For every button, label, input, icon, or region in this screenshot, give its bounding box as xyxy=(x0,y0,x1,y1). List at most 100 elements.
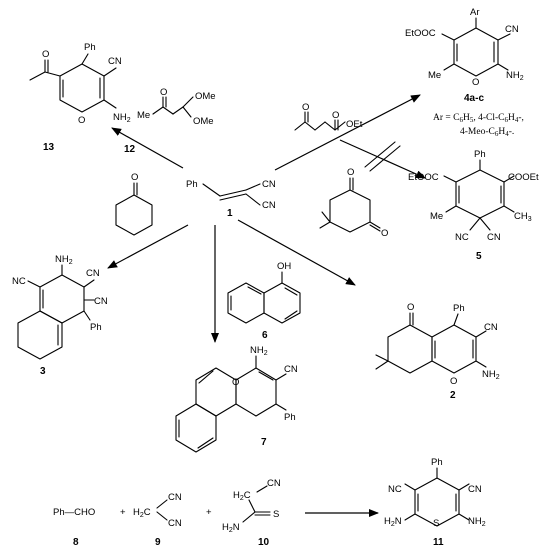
arrow-to-5 xyxy=(339,139,426,179)
methyl-label: CH3 xyxy=(514,211,532,223)
cyano-label: CN xyxy=(262,200,276,211)
compound-number: 2 xyxy=(450,390,456,401)
compound-4: Ar CN EtOOC Me NH2 O 4a-c Ar = C6H5, 4-C… xyxy=(405,7,524,138)
compound-number: 13 xyxy=(43,142,55,153)
plus-sign: + xyxy=(120,507,126,518)
bond xyxy=(453,313,459,326)
compound-6: OH 6 xyxy=(227,261,301,341)
ring-oxygen-label: O xyxy=(78,115,85,126)
plus-sign: + xyxy=(206,507,212,518)
cyano-label: CN xyxy=(94,296,108,307)
amino-label: H2N xyxy=(384,516,402,528)
bond xyxy=(44,71,61,77)
bond xyxy=(103,67,117,77)
amino-label: NH2 xyxy=(55,254,73,266)
bond xyxy=(334,121,346,131)
arrow-to-2 xyxy=(237,219,356,286)
bond xyxy=(375,360,389,370)
phenyl-label: Ph xyxy=(431,457,443,468)
cyano-label: CN xyxy=(262,179,276,190)
carbonyl-oxygen-label: O xyxy=(42,49,49,60)
amino-label: NH2 xyxy=(250,345,268,357)
bond xyxy=(503,175,515,183)
compound-3: NH2 NC CN CN Ph 3 xyxy=(12,254,108,377)
phenyl-label: Ph xyxy=(474,149,486,160)
bond xyxy=(27,280,41,288)
bond xyxy=(103,99,117,109)
ethoxy-label: OEt xyxy=(346,119,363,130)
bond xyxy=(369,221,381,229)
ring-oxygen-label: O xyxy=(232,377,239,388)
compound-9: H2C CN CN 9 xyxy=(133,492,182,547)
bond xyxy=(503,205,515,213)
compound-7: NH2 CN O Ph 7 xyxy=(175,345,298,453)
phenyl-label: Ph xyxy=(90,322,102,333)
cyano-label: CN xyxy=(505,24,519,35)
ring-oxygen-label: O xyxy=(472,77,479,88)
bond xyxy=(83,279,95,288)
arrow-to-3 xyxy=(107,224,189,269)
bond xyxy=(258,371,274,381)
compound-number: 6 xyxy=(262,330,268,341)
naphtho-ring-a xyxy=(195,367,237,417)
arrow-to-13 xyxy=(111,127,184,169)
bond xyxy=(256,485,268,493)
dimedone: O O xyxy=(319,167,388,239)
oxygen-label: O xyxy=(347,167,354,178)
oxygen-label: O xyxy=(332,110,339,121)
bond xyxy=(369,224,381,232)
pyran-ring xyxy=(453,27,499,77)
cyano-label: CN xyxy=(487,232,501,243)
ring-a xyxy=(387,324,433,374)
cyclohexane-ring xyxy=(329,189,371,233)
bond xyxy=(248,499,256,513)
bond xyxy=(479,217,491,231)
bond xyxy=(29,71,46,81)
bond xyxy=(321,211,331,223)
bond xyxy=(219,189,247,197)
bond xyxy=(275,373,287,381)
bond xyxy=(242,511,256,523)
sulfur-label: S xyxy=(273,509,279,520)
strikethrough xyxy=(369,145,401,172)
bond xyxy=(156,511,168,521)
bond xyxy=(245,183,261,191)
bond xyxy=(404,513,416,521)
amino-label: NH2 xyxy=(506,70,524,82)
oxygen-label: O xyxy=(160,87,167,98)
compound-number: 11 xyxy=(433,537,444,547)
compound-number: 9 xyxy=(155,537,161,547)
bond xyxy=(162,106,174,115)
oxygen-label: O xyxy=(302,102,309,113)
compound-10: H2C CN H2N S 10 xyxy=(222,478,281,547)
compound-number: 10 xyxy=(258,537,270,547)
cyano-label: CN xyxy=(284,364,298,375)
compound-number: 4a-c xyxy=(464,93,484,104)
oxygen-label: O xyxy=(381,228,388,239)
methyl-label: Me xyxy=(137,110,150,121)
amino-label: NH2 xyxy=(468,516,486,528)
compound-11: Ph NC CN H2N NH2 S 11 xyxy=(384,457,486,547)
amino-label: H2N xyxy=(222,522,240,534)
benzaldehyde-label: Ph—CHO xyxy=(53,507,95,518)
bond xyxy=(219,193,247,201)
bond xyxy=(441,33,455,41)
cyclohexanone: O xyxy=(115,172,153,236)
cyclohexane-ring xyxy=(115,194,153,236)
sulfur-label: S xyxy=(433,518,439,529)
compound-8: Ph—CHO 8 xyxy=(53,507,95,547)
bond xyxy=(156,499,168,509)
ring-a xyxy=(39,274,85,324)
bond xyxy=(197,437,214,449)
cyano-label: CN xyxy=(168,492,182,503)
compound-number: 12 xyxy=(124,144,136,155)
compound-12: Me O OMe OMe 12 xyxy=(124,87,216,155)
aryl-definition-line2: 4-Meo-C6H4-. xyxy=(460,127,514,138)
oxygen-label: O xyxy=(407,302,414,313)
bond xyxy=(284,310,298,320)
bond xyxy=(324,121,336,131)
bond xyxy=(443,63,455,71)
ring-b xyxy=(431,324,477,374)
bond xyxy=(275,403,287,411)
